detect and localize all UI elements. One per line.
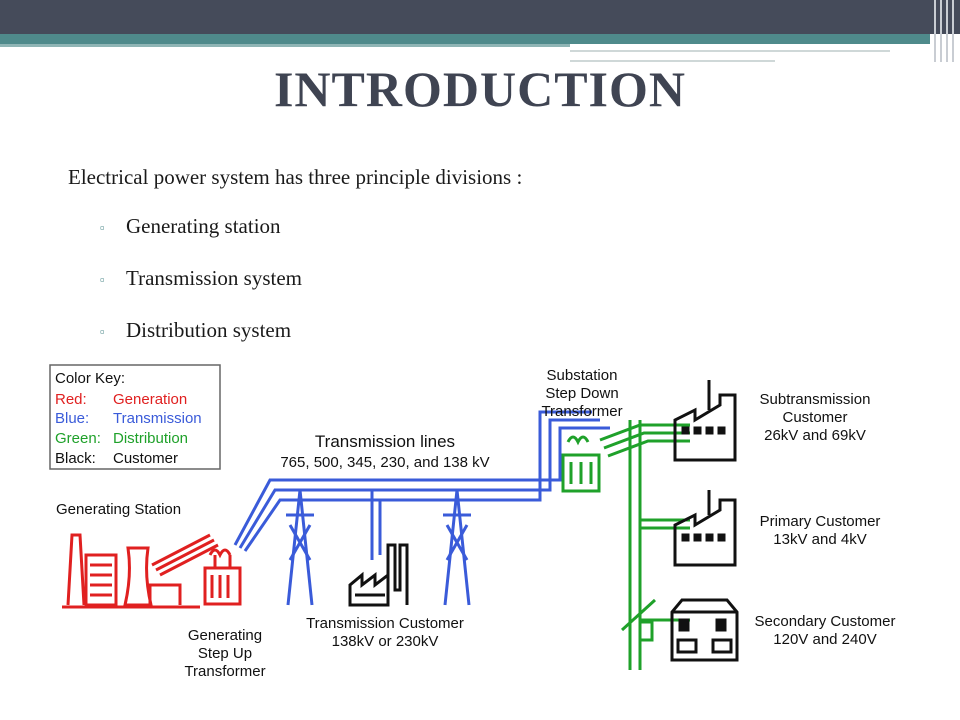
- key-meaning: Transmission: [113, 410, 202, 427]
- bullet-item: ▫Distribution system: [100, 318, 292, 342]
- generating-station-label: Generating Station: [56, 501, 181, 518]
- key-label: Blue:: [55, 410, 89, 427]
- subtransmission-label-line3: 26kV and 69kV: [764, 427, 866, 444]
- bullet-item: ▫Generating station: [100, 214, 281, 238]
- key-meaning: Customer: [113, 450, 178, 467]
- step-up-label-line2: Step Up: [198, 645, 252, 662]
- transmission-voltages-label: 765, 500, 345, 230, and 138 kV: [280, 454, 489, 471]
- subtransmission-label-line1: Subtransmission: [760, 391, 871, 408]
- key-label: Red:: [55, 391, 87, 408]
- square-bullet-icon: ▫: [100, 220, 105, 235]
- transmission-lines-label: Transmission lines: [315, 432, 455, 451]
- primary-customer-building-icon: [673, 490, 737, 567]
- square-bullet-icon: ▫: [100, 324, 105, 339]
- secondary-customer-house-icon: [670, 598, 739, 662]
- subtransmission-label-line2: Customer: [782, 409, 847, 426]
- primary-customer-label-line2: 13kV and 4kV: [773, 531, 866, 548]
- header-accent-bar: [0, 34, 930, 44]
- transmission-tower-icon: [284, 488, 316, 606]
- secondary-customer-label-line1: Secondary Customer: [755, 613, 896, 630]
- key-meaning: Distribution: [113, 430, 188, 447]
- bullet-item: ▫Transmission system: [100, 266, 303, 290]
- key-meaning: Generation: [113, 391, 187, 408]
- secondary-customer-label-line2: 120V and 240V: [773, 631, 876, 648]
- step-up-label-line3: Transformer: [184, 663, 265, 680]
- header-accent-line: [0, 44, 570, 47]
- transmission-customer-factory-icon: [348, 543, 409, 607]
- subtransmission-customer-building-icon: [673, 380, 737, 462]
- step-up-label-line1: Generating: [188, 627, 262, 644]
- color-key-title: Color Key:: [55, 370, 125, 387]
- decor-line: [570, 50, 890, 52]
- header-bar: [0, 0, 960, 34]
- primary-customer-label-line1: Primary Customer: [760, 513, 881, 530]
- substation-label-line2: Step Down: [545, 385, 618, 402]
- transmission-tower-icon: [441, 488, 473, 606]
- slide-title: INTRODUCTION: [273, 61, 687, 117]
- step-down-transformer-icon: [561, 435, 601, 493]
- key-label: Green:: [55, 430, 101, 447]
- decor-right-bars: [930, 0, 960, 62]
- step-up-transformer-icon: [203, 548, 242, 606]
- bullet-list: ▫Generating station ▫Transmission system…: [100, 214, 302, 370]
- color-key: Color Key: Red: Generation Blue: Transmi…: [49, 364, 221, 470]
- square-bullet-icon: ▫: [100, 272, 105, 287]
- intro-text: Electrical power system has three princi…: [68, 165, 523, 189]
- decor-line: [570, 60, 775, 62]
- substation-label-line3: Transformer: [541, 403, 622, 420]
- transmission-customer-label-line1: Transmission Customer: [306, 615, 464, 632]
- substation-label-line1: Substation: [547, 367, 618, 384]
- key-label: Black:: [55, 450, 96, 467]
- generating-station-icon: Generating Station: [56, 501, 219, 609]
- transmission-customer-label-line2: 138kV or 230kV: [332, 633, 439, 650]
- transmission-lines: [233, 410, 610, 606]
